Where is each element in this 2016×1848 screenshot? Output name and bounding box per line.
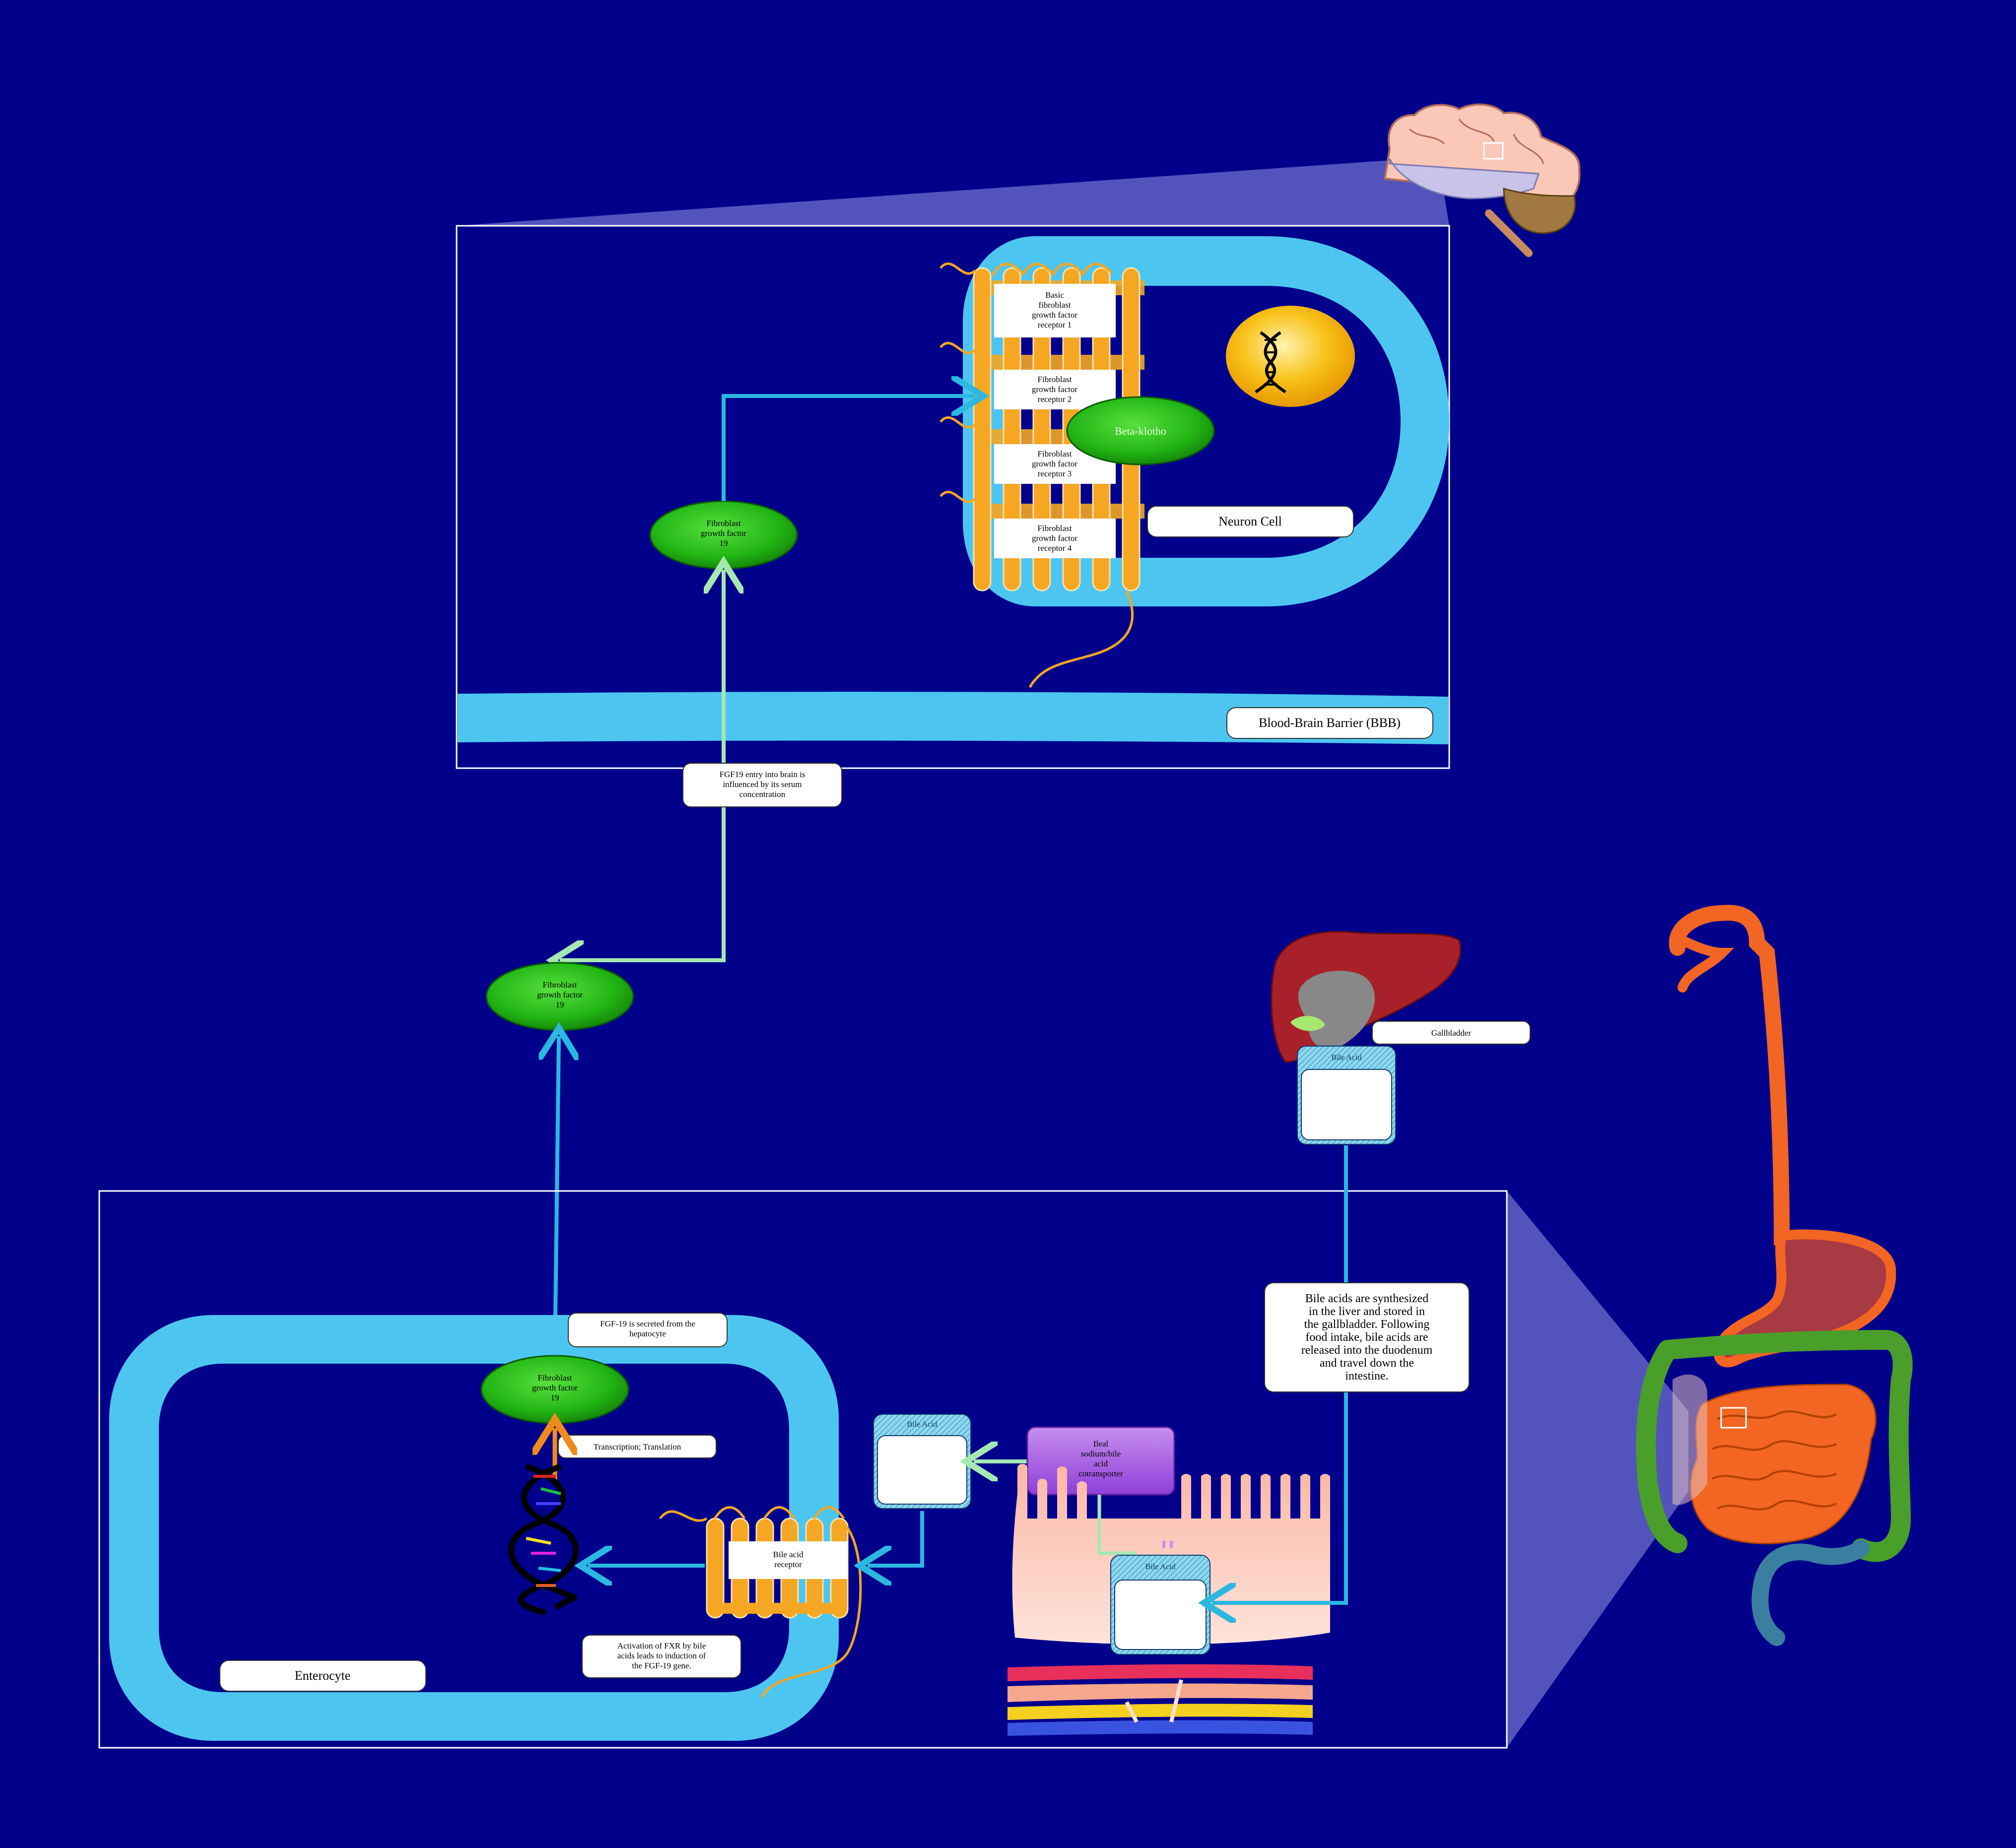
fgfr2-label-box: Fibroblast growth factor receptor 2	[994, 370, 1116, 409]
ileal-transporter-line-3: acid	[1094, 1459, 1108, 1468]
bile-note-line-4: food intake, bile acids are	[1305, 1331, 1428, 1344]
fgfr1-line-1: Basic	[1045, 290, 1064, 300]
bile-acid-box-liver-title: Bile Acid	[1332, 1054, 1362, 1062]
enterocyte-membrane	[109, 1315, 839, 1741]
gut-panel-frame	[98, 1190, 1508, 1749]
fgf19-blood-line-3: 19	[556, 1000, 564, 1009]
bile-acid-box-lumen: Bile Acid	[1110, 1555, 1210, 1655]
brain-zoom-wedge	[457, 158, 1449, 226]
bile-acid-box-liver: Bile Acid	[1297, 1046, 1396, 1145]
fgf19-entry-note-line-2: influenced by its serum	[723, 780, 802, 789]
fgfr2-line-3: receptor 2	[1038, 395, 1072, 404]
transcription-note: Transcription; Translation	[594, 1442, 681, 1452]
fgfr1-label-box: Basic fibroblast growth factor receptor …	[994, 284, 1116, 337]
brain-panel-frame	[456, 225, 1450, 769]
ileal-transporter-line-4: cotransporter	[1078, 1469, 1123, 1478]
fgfr4-line-2: growth factor	[1032, 533, 1077, 543]
ileal-transporter-line-2: sodium/bile	[1081, 1449, 1121, 1458]
secreted-note-box	[568, 1313, 728, 1347]
enterocyte-label-box	[219, 1660, 426, 1692]
bile-acid-receptor-line-2: receptor	[774, 1560, 802, 1569]
bile-note-line-1: Bile acids are synthesized	[1305, 1292, 1429, 1305]
beta-klotho	[1066, 396, 1215, 465]
fgfr3-line-1: Fibroblast	[1038, 449, 1072, 459]
bile-note-line-6: and travel down the	[1320, 1357, 1414, 1370]
bile-to-receptor-arrow	[868, 1511, 924, 1566]
fxr-note-line-3: the FGF-19 gene.	[632, 1661, 691, 1670]
fgf19-brain-line-1: Fibroblast	[707, 519, 741, 528]
fgf19-brain-line-3: 19	[720, 538, 728, 548]
bbb-label-box	[1226, 707, 1433, 739]
bile-note-line-5: released into the duodenum	[1301, 1344, 1433, 1357]
brain-zoom-marker	[1483, 142, 1504, 160]
intestinal-villi	[1012, 1464, 1330, 1645]
fgf19-entry-note-line-1: FGF19 entry into brain is	[720, 770, 806, 779]
fgf19-gut-line-3: 19	[551, 1393, 559, 1402]
blood-brain-barrier	[458, 692, 1448, 744]
brain-illustration	[1383, 103, 1581, 257]
fgfr3-line-3: receptor 3	[1038, 469, 1072, 478]
bile-acid-box-lumen-title: Bile Acid	[1145, 1563, 1176, 1571]
neuron-cell-label: Neuron Cell	[1218, 514, 1282, 528]
bile-acid-box-cytoplasm: Bile Acid	[873, 1414, 971, 1509]
fgf19-blood-line-1: Fibroblast	[543, 980, 577, 990]
fgfr1-line-3: growth factor	[1032, 310, 1077, 320]
bile-acid-receptor-line-1: Bile acid	[773, 1550, 804, 1559]
bile-note-line-7: intestine.	[1345, 1370, 1388, 1383]
enterocyte-label: Enterocyte	[295, 1668, 351, 1683]
fgf19-to-receptor-arrow	[722, 396, 975, 501]
fgfr4-label-box: Fibroblast growth factor receptor 4	[994, 519, 1116, 558]
beta-klotho-label: Beta-klotho	[1115, 425, 1166, 437]
gallbladder-label: Gallbladder	[1431, 1028, 1472, 1038]
secreted-note-line-1: FGF-19 is secreted from the	[600, 1319, 695, 1328]
fgfr4-line-1: Fibroblast	[1038, 524, 1072, 533]
neuron-cell-label-box	[1147, 506, 1354, 537]
fgfr1-line-2: fibroblast	[1038, 300, 1071, 310]
fgfr1-line-4: receptor 1	[1038, 320, 1072, 330]
fgf19-blood-line-2: growth factor	[537, 990, 583, 999]
bbb-label: Blood-Brain Barrier (BBB)	[1259, 716, 1401, 730]
fgf19-gut-line-2: growth factor	[532, 1383, 578, 1392]
ileal-transporter-line-1: Ileal	[1093, 1439, 1108, 1449]
blood-vessel-strip	[1008, 1664, 1313, 1736]
fgf19-gene-dna-icon	[508, 1463, 579, 1616]
nucleus-dna-icon	[1255, 331, 1286, 394]
digestive-tract-illustration	[1636, 905, 1913, 1646]
fgf19-entry-note-box	[682, 763, 842, 807]
fxr-note-line-2: acids leads to induction of	[617, 1651, 706, 1660]
bile-acid-receptor-label-box	[729, 1541, 848, 1579]
fgf19-entry-note-line-3: concentration	[739, 790, 786, 799]
liver-illustration	[1271, 931, 1461, 1063]
fgfr2-line-1: Fibroblast	[1038, 375, 1072, 384]
fgfr3-line-2: growth factor	[1032, 459, 1077, 468]
gut-zoom-wedge	[1507, 1191, 1688, 1748]
fgf19-brain-line-2: growth factor	[701, 528, 746, 538]
bile-note-box	[1264, 1282, 1470, 1392]
fxr-note-box	[582, 1635, 741, 1678]
bile-note-line-2: in the liver and stored in	[1309, 1305, 1425, 1318]
fgfr4-line-3: receptor 4	[1038, 543, 1072, 553]
secreted-note-line-2: hepatocyte	[629, 1329, 666, 1338]
fgfr2-line-2: growth factor	[1032, 385, 1077, 394]
gut-zoom-marker	[1720, 1407, 1747, 1429]
gut-to-blood-arrow	[555, 1036, 559, 1355]
bile-note-line-3: the gallbladder. Following	[1304, 1318, 1430, 1331]
neuron-nucleus	[1226, 306, 1355, 407]
bile-acid-box-cytoplasm-title: Bile Acid	[907, 1420, 938, 1429]
bile-to-transporter-arrow	[1097, 1495, 1137, 1555]
transporter-flow-icon	[1162, 1541, 1173, 1548]
fxr-note-line-1: Activation of FXR by bile	[617, 1641, 706, 1650]
fgf19-gut-line-1: Fibroblast	[538, 1373, 572, 1383]
gallbladder-label-box	[1372, 1021, 1531, 1045]
